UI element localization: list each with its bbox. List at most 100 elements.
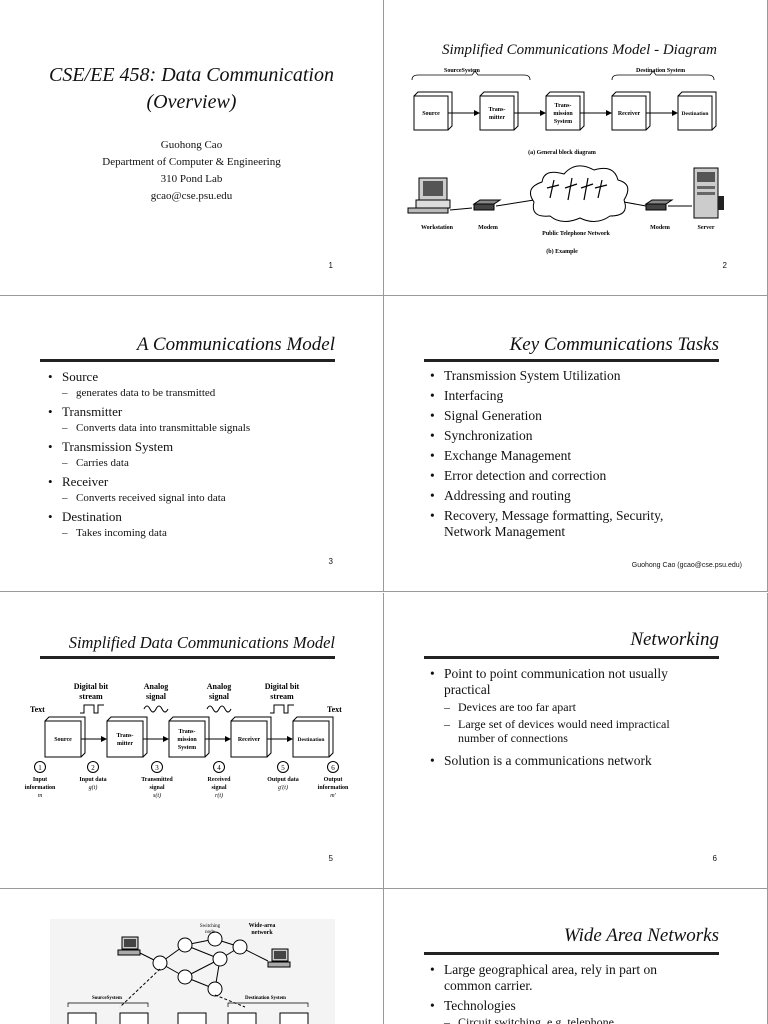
title-rule — [424, 952, 719, 955]
svg-text:Receiver: Receiver — [618, 111, 641, 117]
bullet-line-2: practical — [444, 682, 490, 697]
box-destination: Destination — [678, 92, 716, 130]
box-source: Source — [414, 92, 452, 130]
bullet-line-1: Large geographical area, rely in part on — [444, 962, 657, 977]
box-source: Source — [45, 717, 85, 757]
wide-area-network-diagram: Switching node Wide-area network SourceS… — [0, 889, 383, 1024]
title-line-2: (Overview) — [0, 89, 383, 116]
slide-8-title: Wide Area Networks — [564, 925, 719, 947]
slide-2-title: Simplified Communications Model - Diagra… — [442, 42, 717, 59]
slide-1-title: CSE/EE 458: Data Communication (Overview… — [0, 62, 383, 116]
general-block-diagram: SourceSystem Destination System Source T… — [384, 60, 767, 290]
slide-8: Wide Area Networks Large geographical ar… — [384, 889, 768, 1024]
sub-bullet-item: generates data to be transmitted — [48, 386, 250, 400]
sub-line-2: number of connections — [458, 731, 568, 745]
label-digital-2a: Digital bit — [265, 682, 300, 691]
slide-5-title: Simplified Data Communications Model — [69, 633, 335, 653]
sub-line-1: Large set of devices would need impracti… — [458, 717, 670, 731]
bullet-item: Destination — [48, 509, 250, 525]
svg-text:4: 4 — [217, 764, 221, 772]
svg-text:System: System — [554, 119, 572, 125]
sub-bullet-item: Large set of devices would need impracti… — [430, 717, 670, 745]
label-server: Server — [698, 225, 715, 231]
source-system-label: SourceSystem — [92, 996, 123, 1001]
svg-text:Trans-: Trans- — [489, 107, 506, 113]
analog-waveform-2 — [207, 706, 231, 712]
output-data-l2: g'(t) — [278, 784, 288, 791]
data-communications-diagram: Digital bit stream Analog signal Analog … — [0, 677, 383, 837]
title-rule — [40, 359, 335, 362]
transmitted-l1: Transmitted — [141, 777, 173, 783]
network-label: network — [251, 930, 273, 936]
bullet-item: Transmitter — [48, 404, 250, 420]
wide-area-label: Wide-area — [249, 923, 276, 929]
author-office: 310 Pond Lab — [0, 171, 383, 188]
input-info-l3: m — [38, 793, 43, 799]
step-number-5: 5 — [278, 762, 289, 773]
slide-4: Key Communications Tasks Transmission Sy… — [384, 296, 768, 592]
bullet-item: Point to point communication not usually… — [430, 666, 670, 698]
box-receiver: Receiver — [612, 92, 650, 130]
label-digital-1a: Digital bit — [74, 682, 109, 691]
bullet-item: Transmission System — [48, 439, 250, 455]
bullet-item: Solution is a communications network — [430, 753, 670, 769]
sub-bullet-item: Converts received signal into data — [48, 491, 250, 505]
slide-1: CSE/EE 458: Data Communication (Overview… — [0, 0, 384, 296]
step-number-2: 2 — [88, 762, 99, 773]
input-data-l2: g(t) — [89, 784, 98, 791]
svg-text:6: 6 — [331, 764, 335, 772]
bullet-item: Source — [48, 369, 250, 385]
slide-3: A Communications Model Source generates … — [0, 296, 384, 592]
svg-text:System: System — [178, 745, 196, 751]
slide-7: Switching node Wide-area network SourceS… — [0, 889, 384, 1024]
sub-bullet-item: Carries data — [48, 456, 250, 470]
label-analog-1a: Analog — [144, 682, 168, 691]
author-dept: Department of Computer & Engineering — [0, 154, 383, 171]
label-analog-2b: signal — [209, 692, 230, 701]
svg-text:5: 5 — [281, 764, 285, 772]
bullet-line-2: common carrier. — [444, 978, 532, 993]
input-data-l1: Input data — [79, 777, 106, 783]
bullet-list: Point to point communication not usually… — [430, 666, 670, 772]
received-l3: r(t) — [215, 792, 223, 799]
bullet-line-2: Network Management — [444, 524, 565, 539]
svg-text:3: 3 — [155, 764, 159, 772]
transmitted-l2: signal — [149, 785, 164, 791]
svg-text:Trans-: Trans- — [555, 103, 572, 109]
svg-text:mitter: mitter — [489, 115, 505, 121]
slide-3-title: A Communications Model — [137, 334, 335, 356]
analog-waveform-1 — [144, 706, 168, 712]
destination-system-label: Destination System — [636, 68, 685, 74]
page-number: 5 — [329, 854, 333, 863]
slide-6-title: Networking — [630, 629, 719, 651]
svg-text:Source: Source — [54, 737, 72, 743]
server-icon — [694, 168, 724, 218]
caption-a: (a) General block diagram — [528, 149, 596, 156]
step-number-6: 6 — [328, 762, 339, 773]
step-number-3: 3 — [152, 762, 163, 773]
label-workstation: Workstation — [421, 225, 454, 231]
slide-4-title: Key Communications Tasks — [510, 334, 719, 356]
received-l1: Received — [208, 777, 232, 783]
box-transmission-system: Trans-missionSystem — [169, 717, 209, 757]
label-analog-1b: signal — [146, 692, 167, 701]
bullet-item: Signal Generation — [430, 408, 663, 424]
sub-bullet-item: Converts data into transmittable signals — [48, 421, 250, 435]
bullet-list: Source generates data to be transmitted … — [48, 369, 250, 544]
bullet-line-1: Recovery, Message formatting, Security, — [444, 508, 663, 523]
bullet-line-1: Point to point communication not usually — [444, 666, 668, 681]
svg-text:Destination: Destination — [298, 737, 325, 743]
svg-text:mission: mission — [177, 737, 197, 743]
slide-5: Simplified Data Communications Model Dig… — [0, 593, 384, 889]
output-info-l3: m' — [330, 793, 336, 799]
svg-text:Trans-: Trans- — [179, 729, 196, 735]
sub-bullet-item: Devices are too far apart — [430, 700, 670, 714]
output-info-l1: Output — [324, 777, 343, 783]
sub-bullet-item: Takes incoming data — [48, 526, 250, 540]
input-info-l1: Input — [33, 777, 47, 783]
label-digital-2b: stream — [270, 692, 294, 701]
svg-text:Destination: Destination — [682, 111, 709, 117]
author-email[interactable]: gcao@cse.psu.edu — [0, 188, 383, 205]
label-modem-right: Modem — [650, 225, 670, 231]
box-transmitter: Trans-mitter — [107, 717, 147, 757]
